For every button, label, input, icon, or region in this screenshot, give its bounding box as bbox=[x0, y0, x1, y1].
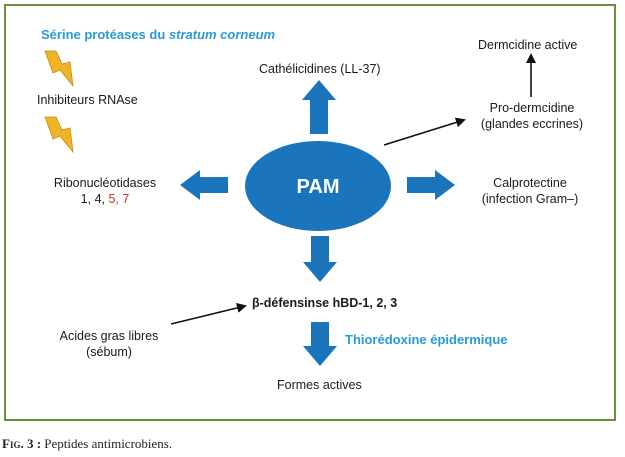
serine-proteases-title: Sérine protéases du stratum corneum bbox=[41, 27, 276, 42]
lightning-icon bbox=[44, 116, 74, 154]
acides-gras-label: Acides gras libres (sébum) bbox=[59, 329, 159, 359]
diagram-canvas: PAM bbox=[44, 50, 536, 366]
thioredoxine-label: Thiorédoxine épidermique bbox=[345, 332, 508, 347]
cathelicidines-label: Cathélicidines (LL-37) bbox=[259, 62, 381, 76]
arrow-down-block bbox=[303, 236, 337, 282]
figure-frame bbox=[4, 4, 616, 421]
arrow-to-pro-dermcidine bbox=[383, 117, 466, 146]
arrow-from-acides-gras bbox=[170, 303, 247, 325]
figure-number: Fig. 3 : bbox=[2, 436, 42, 451]
arrow-down-block-2 bbox=[303, 322, 337, 366]
figure-caption: Fig. 3 : Peptides antimicrobiens. bbox=[2, 436, 172, 452]
ribonucleotidases-label: Ribonucléotidases 1, 4, 5, 7 bbox=[53, 176, 157, 206]
formes-actives-label: Formes actives bbox=[277, 378, 362, 392]
lightning-icon bbox=[44, 50, 74, 88]
pam-label: PAM bbox=[297, 176, 340, 198]
arrow-right-block bbox=[407, 170, 455, 200]
inhibiteurs-label: Inhibiteurs RNAse bbox=[37, 93, 138, 107]
dermcidine-active-label: Dermcidine active bbox=[478, 38, 578, 52]
calprotectine-label: Calprotectine (infection Gram–) bbox=[481, 176, 579, 206]
arrow-left-block bbox=[180, 170, 228, 200]
beta-defensine-label: β-défensinse hBD-1, 2, 3 bbox=[252, 296, 398, 310]
pam-ellipse bbox=[245, 141, 391, 231]
caption-text: Peptides antimicrobiens. bbox=[41, 436, 173, 451]
pro-dermcidine-label: Pro-dermcidine (glandes eccrines) bbox=[480, 101, 584, 131]
arrow-up-block bbox=[302, 80, 336, 134]
